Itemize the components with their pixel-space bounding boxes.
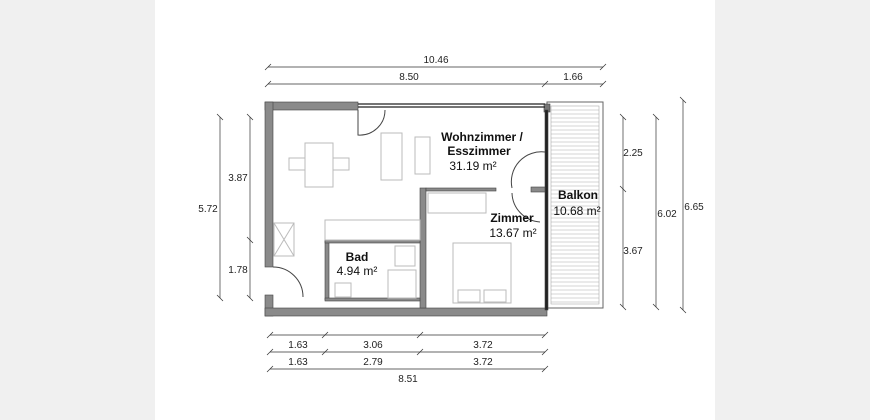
room-name-esszimmer: Esszimmer xyxy=(447,144,511,158)
room-area-wohnzimmer: 31.19 m² xyxy=(449,159,496,173)
room-name-zimmer: Zimmer xyxy=(490,211,534,225)
walls xyxy=(264,101,551,317)
dimension-labels: 10.46 8.50 1.66 5.72 3.87 1.78 2.25 3.67… xyxy=(198,55,704,385)
dim-bottom-row1-2: 3.06 xyxy=(363,340,383,351)
room-area-bad: 4.94 m² xyxy=(337,264,378,278)
dim-right-upper: 2.25 xyxy=(623,148,643,159)
room-labels: Wohnzimmer / Esszimmer 31.19 m² Zimmer 1… xyxy=(337,130,601,278)
dim-bottom-row2-1: 1.63 xyxy=(288,357,308,368)
room-name-balkon: Balkon xyxy=(558,188,598,202)
dim-right-lower: 3.67 xyxy=(623,246,643,257)
dim-bottom-row2-2: 2.79 xyxy=(363,357,383,368)
dimension-lines xyxy=(216,63,687,373)
windows xyxy=(358,103,545,108)
dim-bottom-row1-1: 1.63 xyxy=(288,340,308,351)
dim-top-main: 8.50 xyxy=(399,72,419,83)
balcony xyxy=(546,101,604,309)
room-area-balkon: 10.68 m² xyxy=(553,204,600,218)
dim-bottom-row1-3: 3.72 xyxy=(473,340,493,351)
dim-bottom-total: 8.51 xyxy=(398,374,418,385)
dim-left-lower: 1.78 xyxy=(228,265,248,276)
drawing-panel xyxy=(155,0,715,420)
room-area-zimmer: 13.67 m² xyxy=(489,226,536,240)
dim-right-mid: 6.02 xyxy=(657,209,677,220)
dim-left-upper: 3.87 xyxy=(228,173,248,184)
dim-top-total: 10.46 xyxy=(423,55,448,66)
dim-left-total: 5.72 xyxy=(198,204,218,215)
dim-top-balcony: 1.66 xyxy=(563,72,583,83)
furniture xyxy=(272,109,546,304)
dim-right-total: 6.65 xyxy=(684,202,704,213)
room-name-bad: Bad xyxy=(346,250,369,264)
dim-bottom-row2-3: 3.72 xyxy=(473,357,493,368)
room-name-wohnzimmer: Wohnzimmer / xyxy=(441,130,523,144)
